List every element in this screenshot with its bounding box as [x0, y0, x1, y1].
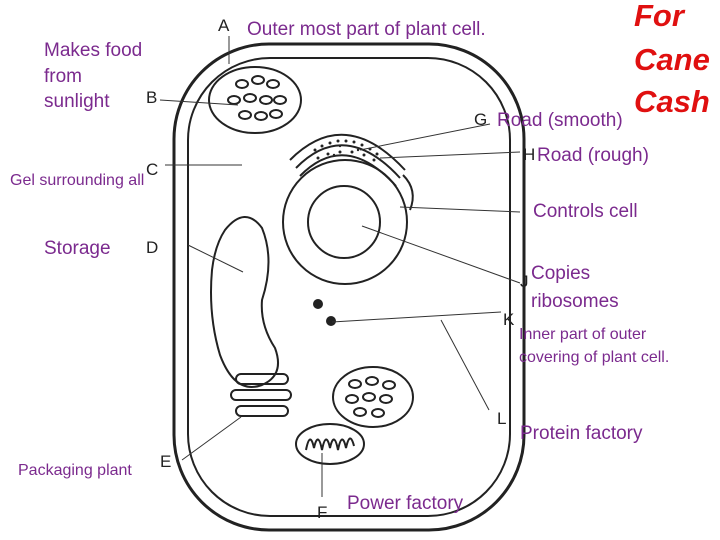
ribosome	[313, 299, 323, 309]
mitochondrion	[295, 423, 365, 465]
nucleolus	[307, 185, 381, 259]
ribosome	[326, 316, 336, 326]
label-text-f: Power factory	[347, 493, 464, 514]
label-text-d: Storage	[44, 238, 111, 259]
ribosome-dots	[313, 139, 379, 162]
label-text-c: Gel surrounding all	[10, 172, 145, 189]
label-letter-h: H	[523, 145, 536, 164]
label-letter-l: L	[497, 409, 507, 428]
mnemonic-word-2: Cane	[634, 42, 710, 77]
vacuole	[210, 216, 279, 388]
label-letter-d: D	[146, 238, 159, 257]
label-text-l: Protein factory	[520, 423, 643, 444]
label-text-i: Controls cell	[533, 201, 638, 222]
cell-wall	[172, 42, 526, 532]
label-letter-i: I	[521, 203, 526, 222]
label-text-e: Packaging plant	[18, 462, 132, 479]
label-letter-g: G	[474, 110, 488, 129]
label-text-b: Makes food from sunlight	[44, 40, 143, 113]
label-letter-f: F	[317, 503, 328, 522]
label-letter-a: A	[218, 16, 230, 35]
label-text-j: Copies ribosomes	[531, 263, 619, 312]
mnemonic-word-1: For	[634, 0, 684, 33]
label-text-h: Road (rough)	[537, 145, 649, 166]
nucleus	[282, 159, 408, 285]
golgi-apparatus	[230, 373, 292, 417]
chloroplast-top	[208, 66, 302, 134]
label-letter-b: B	[146, 88, 158, 107]
label-text-k: Inner part of outer covering of plant ce…	[519, 326, 670, 367]
label-letter-j: J	[520, 272, 529, 291]
label-text-a: Outer most part of plant cell.	[247, 19, 486, 40]
cell-membrane	[187, 57, 511, 517]
label-letter-e: E	[160, 452, 172, 471]
chloroplast-bottom	[332, 366, 414, 428]
label-text-g: Road (smooth)	[497, 110, 623, 131]
label-letter-c: C	[146, 160, 159, 179]
mnemonic-word-3: Cash	[634, 84, 710, 119]
label-letter-k: K	[503, 310, 515, 329]
